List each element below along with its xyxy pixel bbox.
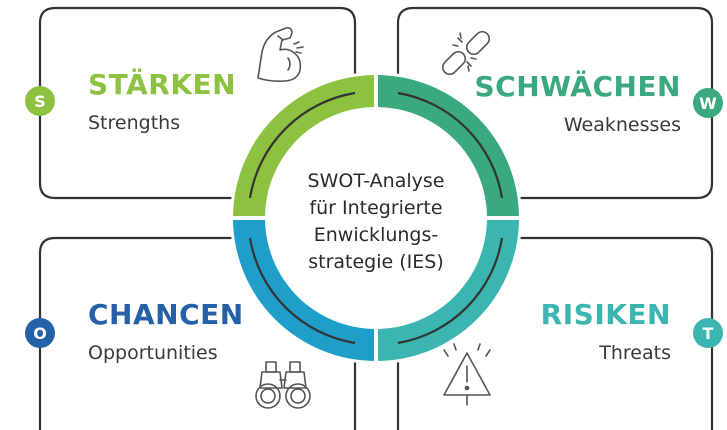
- center-line-1: SWOT-Analyse: [307, 170, 445, 192]
- strengths-box: [38, 6, 357, 200]
- flexed-arm-icon: [257, 27, 304, 82]
- broken-chain-icon: [441, 30, 491, 76]
- threats-letter-badge: T: [693, 318, 723, 348]
- weaknesses-letter-badge: W: [693, 88, 723, 118]
- threats-ring-segment: [376, 218, 519, 361]
- weaknesses-subtitle: Weaknesses: [563, 114, 681, 136]
- center-line-2: für Integrierte: [309, 197, 443, 219]
- strengths-title: STÄRKEN: [88, 68, 237, 101]
- strengths-letter-badge: S: [25, 86, 55, 116]
- warning-triangle-icon: [443, 343, 491, 406]
- weaknesses-title: SCHWÄCHEN: [474, 70, 681, 103]
- threats-subtitle: Threats: [599, 342, 671, 364]
- strengths-subtitle: Strengths: [88, 112, 181, 134]
- opportunities-title: CHANCEN: [88, 298, 244, 331]
- threats-title: RISIKEN: [540, 298, 671, 331]
- center-line-4: strategie (IES): [308, 251, 444, 273]
- strengths-ring-segment: [233, 75, 376, 218]
- opportunities-subtitle: Opportunities: [88, 342, 218, 364]
- center-line-3: Enwicklungs-: [313, 224, 439, 246]
- threats-box: [396, 236, 714, 430]
- opportunities-letter-badge: O: [25, 318, 55, 348]
- center-label: SWOT-Analyse für Integrierte Enwicklungs…: [284, 168, 468, 276]
- binoculars-icon: [255, 361, 311, 409]
- weaknesses-ring-segment: [376, 75, 519, 218]
- weaknesses-box: [396, 6, 714, 200]
- opportunities-ring-segment: [233, 218, 376, 361]
